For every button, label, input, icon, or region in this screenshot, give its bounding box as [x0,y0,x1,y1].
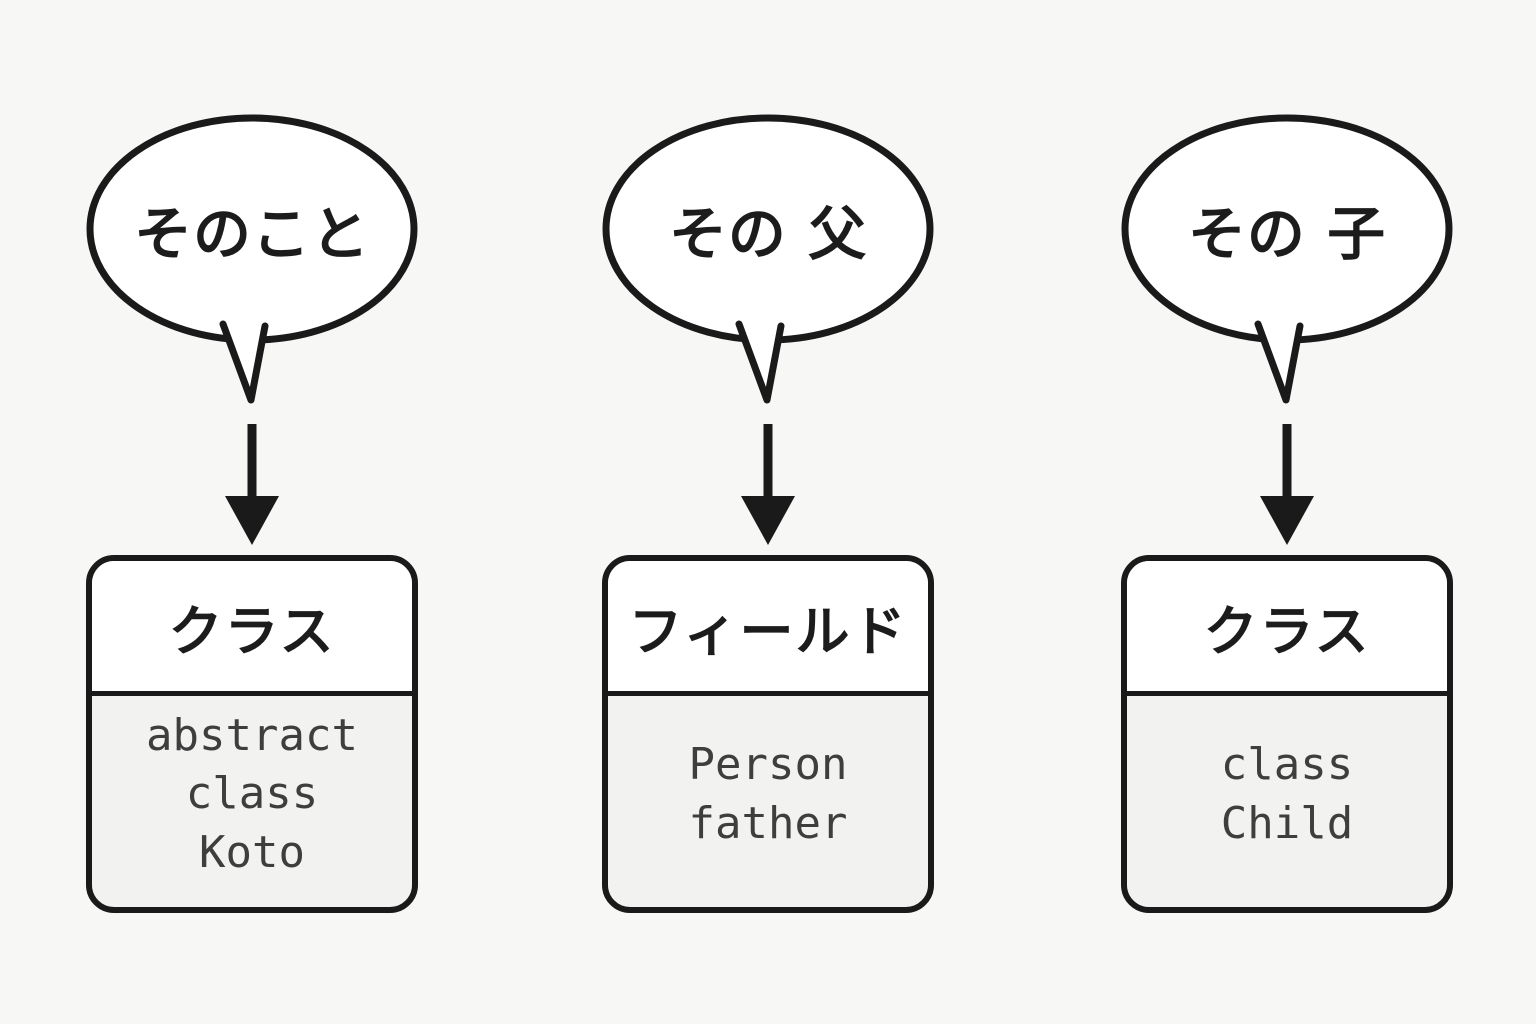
box-title: クラス [92,561,412,696]
speech-bubble-text: その 子 [1187,200,1387,268]
speech-bubble-text: そのこと [133,200,370,268]
arrow-head-icon [741,496,795,545]
concept-column-father: その 父 フィールド Person father [598,0,938,1024]
box-title: クラス [1127,561,1447,696]
concept-box-class: クラス class Child [1121,555,1453,913]
concept-box-class: クラス abstract class Koto [86,555,418,913]
speech-bubble-text: その 父 [668,200,868,268]
box-code-text: class Child [1220,739,1354,849]
concept-column-child: その 子 クラス class Child [1117,0,1457,1024]
box-code-text: Person father [688,739,848,849]
concept-column-koto: そのこと クラス abstract class Koto [82,0,422,1024]
concept-box-field: フィールド Person father [602,555,934,913]
arrow-head-icon [1260,496,1314,545]
arrow-head-icon [225,496,279,545]
box-code-text: abstract class Koto [146,710,358,878]
box-title: フィールド [608,561,928,696]
